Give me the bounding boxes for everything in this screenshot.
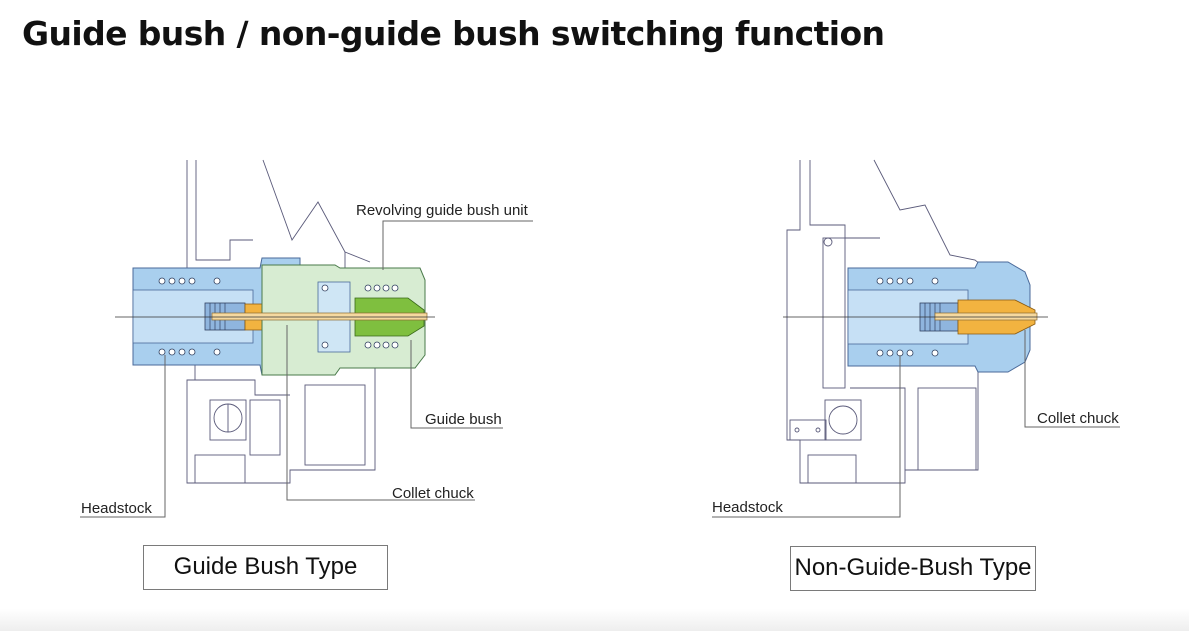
label-guide-bush: Guide bush: [425, 411, 502, 428]
non-guide-bush-type-text: Non-Guide-Bush Type: [794, 554, 1032, 581]
guide-bush-type-text: Guide Bush Type: [173, 553, 358, 580]
label-collet-chuck-left: Collet chuck: [392, 485, 474, 502]
page-title: Guide bush / non-guide bush switching fu…: [22, 14, 885, 53]
footer-bar: [0, 609, 1189, 631]
label-headstock-left: Headstock: [81, 500, 152, 517]
label-headstock-right: Headstock: [712, 499, 783, 516]
non-guide-bush-type-label: Non-Guide-Bush Type: [790, 546, 1036, 591]
label-collet-chuck-right: Collet chuck: [1037, 410, 1119, 427]
label-revolving-guide-bush-unit: Revolving guide bush unit: [356, 202, 528, 219]
guide-bush-type-label: Guide Bush Type: [143, 545, 388, 590]
